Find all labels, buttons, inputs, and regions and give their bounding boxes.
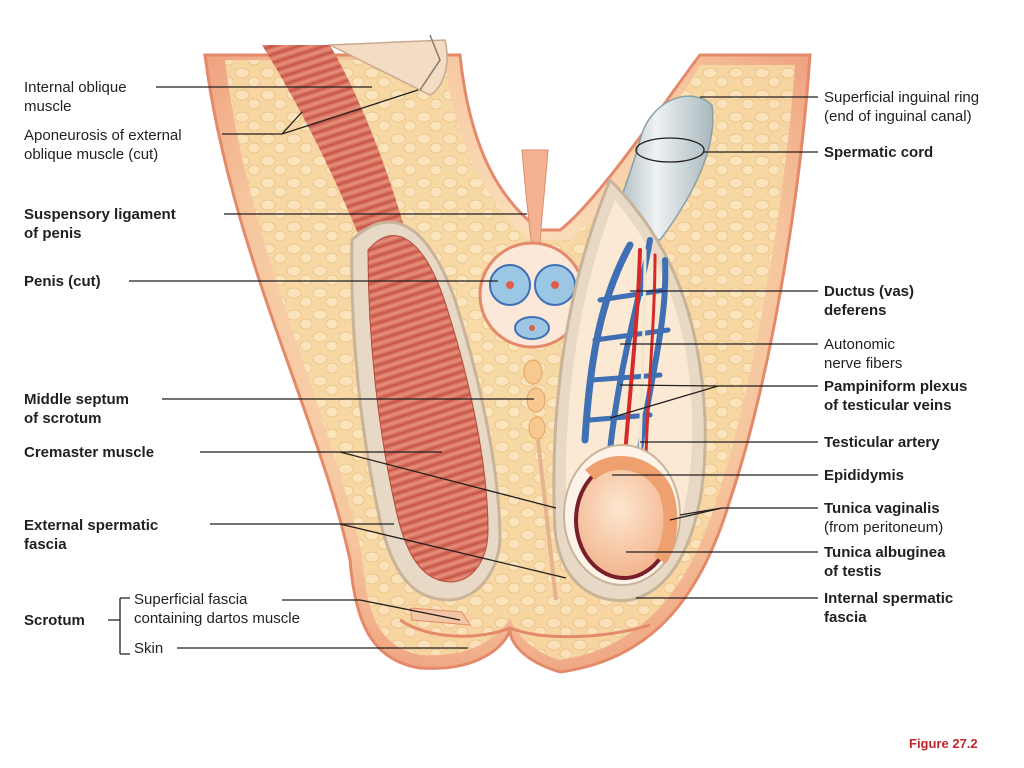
middle-septum: [523, 359, 558, 601]
label-tunica-vaginalis: Tunica vaginalis(from peritoneum): [824, 500, 944, 536]
label-superficial-inguinal-ring: Superficial inguinal ring(end of inguina…: [824, 89, 980, 125]
testis: [563, 444, 681, 586]
label-scrotum: Scrotum: [24, 612, 85, 629]
leader-lines-left: [108, 86, 567, 655]
label-ductus-deferens: Ductus (vas)deferens: [824, 283, 915, 319]
label-spermatic-cord: Spermatic cord: [824, 144, 934, 161]
label-testicular-artery: Testicular artery: [824, 434, 940, 451]
external-oblique-aponeurosis: [327, 34, 448, 96]
leader-lines-right: [609, 96, 818, 599]
pampiniform-plexus: [581, 237, 671, 457]
figure-caption: Figure 27.2: [909, 736, 978, 751]
label-epididymis: Epididymis: [824, 467, 905, 484]
left-scrotal-sac: [350, 220, 502, 602]
body-wall-outline: [203, 53, 812, 674]
label-cremaster: Cremaster muscle: [24, 444, 155, 461]
label-penis-cut: Penis (cut): [24, 273, 101, 290]
label-skin: Skin: [134, 640, 164, 657]
spermatic-cord: [609, 95, 714, 241]
